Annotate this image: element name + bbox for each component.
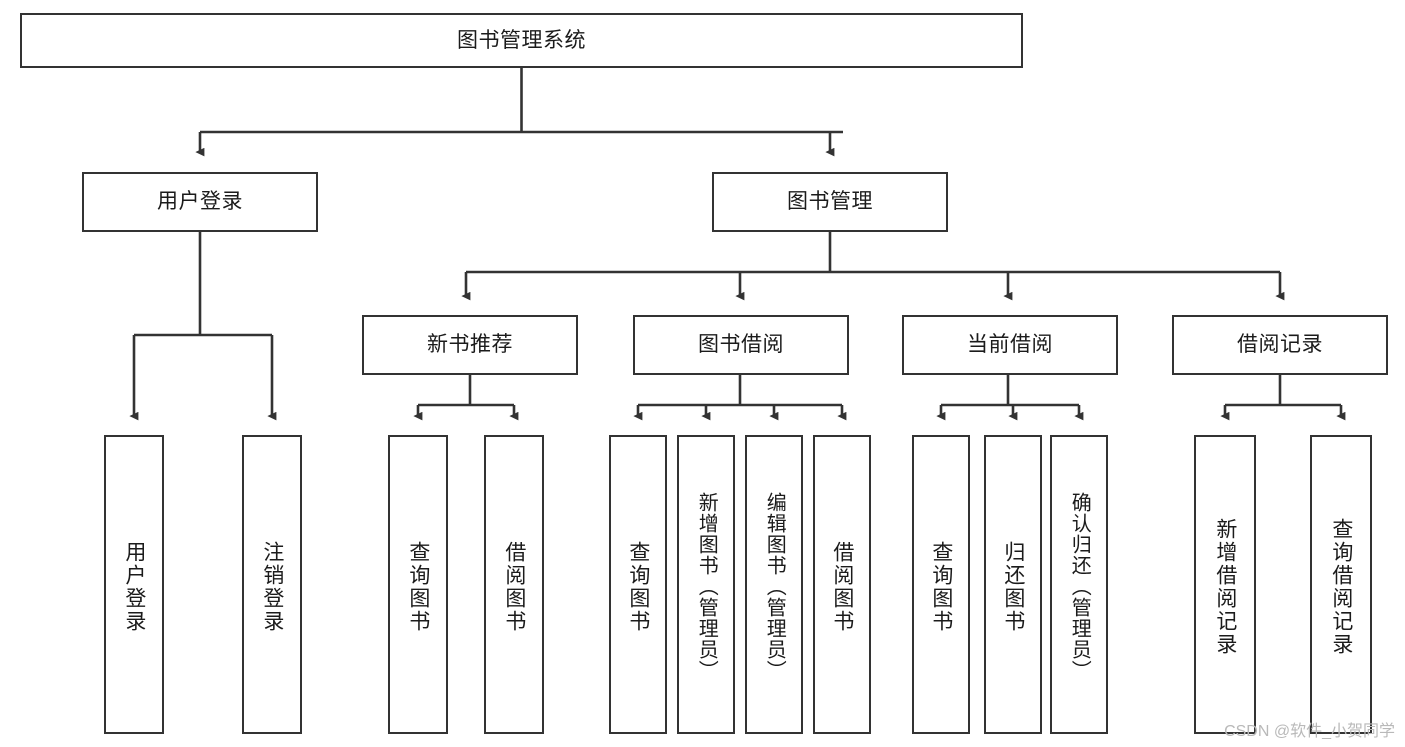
node-new-book-recommend-label: 新书推荐: [427, 333, 513, 357]
node-leaf-nb-borrow-book[interactable]: 借阅图书: [484, 435, 544, 734]
node-leaf-bb-query-book[interactable]: 查询图书: [609, 435, 667, 734]
node-book-management[interactable]: 图书管理: [712, 172, 948, 232]
node-book-borrow-label: 图书借阅: [698, 333, 784, 357]
node-leaf-bb-edit-book[interactable]: 编辑图书（管理员）: [745, 435, 803, 734]
node-leaf-cb-return-book-label: 归还图书: [1001, 540, 1025, 633]
node-leaf-cb-return-book[interactable]: 归还图书: [984, 435, 1042, 734]
node-leaf-bb-borrow-book[interactable]: 借阅图书: [813, 435, 871, 734]
node-borrow-record-label: 借阅记录: [1237, 333, 1323, 357]
node-current-borrow[interactable]: 当前借阅: [902, 315, 1118, 375]
node-leaf-cb-query-book[interactable]: 查询图书: [912, 435, 970, 734]
node-leaf-nb-borrow-book-label: 借阅图书: [502, 540, 526, 633]
node-current-borrow-label: 当前借阅: [967, 333, 1053, 357]
node-leaf-cb-confirm-return-label: 确认归还（管理员）: [1068, 492, 1091, 681]
node-leaf-user-login-do-label: 用户登录: [122, 540, 146, 633]
node-leaf-cb-confirm-return[interactable]: 确认归还（管理员）: [1050, 435, 1108, 734]
node-leaf-cb-query-book-label: 查询图书: [929, 540, 953, 633]
node-leaf-br-query-record[interactable]: 查询借阅记录: [1310, 435, 1372, 734]
node-leaf-user-logout[interactable]: 注销登录: [242, 435, 302, 734]
node-new-book-recommend[interactable]: 新书推荐: [362, 315, 578, 375]
node-borrow-record[interactable]: 借阅记录: [1172, 315, 1388, 375]
node-leaf-br-add-record-label: 新增借阅记录: [1213, 517, 1237, 656]
node-leaf-bb-add-book-label: 新增图书（管理员）: [695, 492, 718, 681]
node-root[interactable]: 图书管理系统: [20, 13, 1023, 68]
node-book-management-label: 图书管理: [787, 190, 873, 214]
node-user-login[interactable]: 用户登录: [82, 172, 318, 232]
node-leaf-bb-query-book-label: 查询图书: [626, 540, 650, 633]
node-leaf-bb-add-book[interactable]: 新增图书（管理员）: [677, 435, 735, 734]
node-leaf-user-logout-label: 注销登录: [260, 540, 284, 633]
node-leaf-user-login-do[interactable]: 用户登录: [104, 435, 164, 734]
node-leaf-br-query-record-label: 查询借阅记录: [1329, 517, 1353, 656]
node-leaf-nb-query-book[interactable]: 查询图书: [388, 435, 448, 734]
node-leaf-nb-query-book-label: 查询图书: [406, 540, 430, 633]
node-user-login-label: 用户登录: [157, 190, 243, 214]
node-root-label: 图书管理系统: [457, 28, 586, 52]
node-leaf-br-add-record[interactable]: 新增借阅记录: [1194, 435, 1256, 734]
node-leaf-bb-borrow-book-label: 借阅图书: [830, 540, 854, 633]
node-book-borrow[interactable]: 图书借阅: [633, 315, 849, 375]
node-leaf-bb-edit-book-label: 编辑图书（管理员）: [763, 492, 786, 681]
